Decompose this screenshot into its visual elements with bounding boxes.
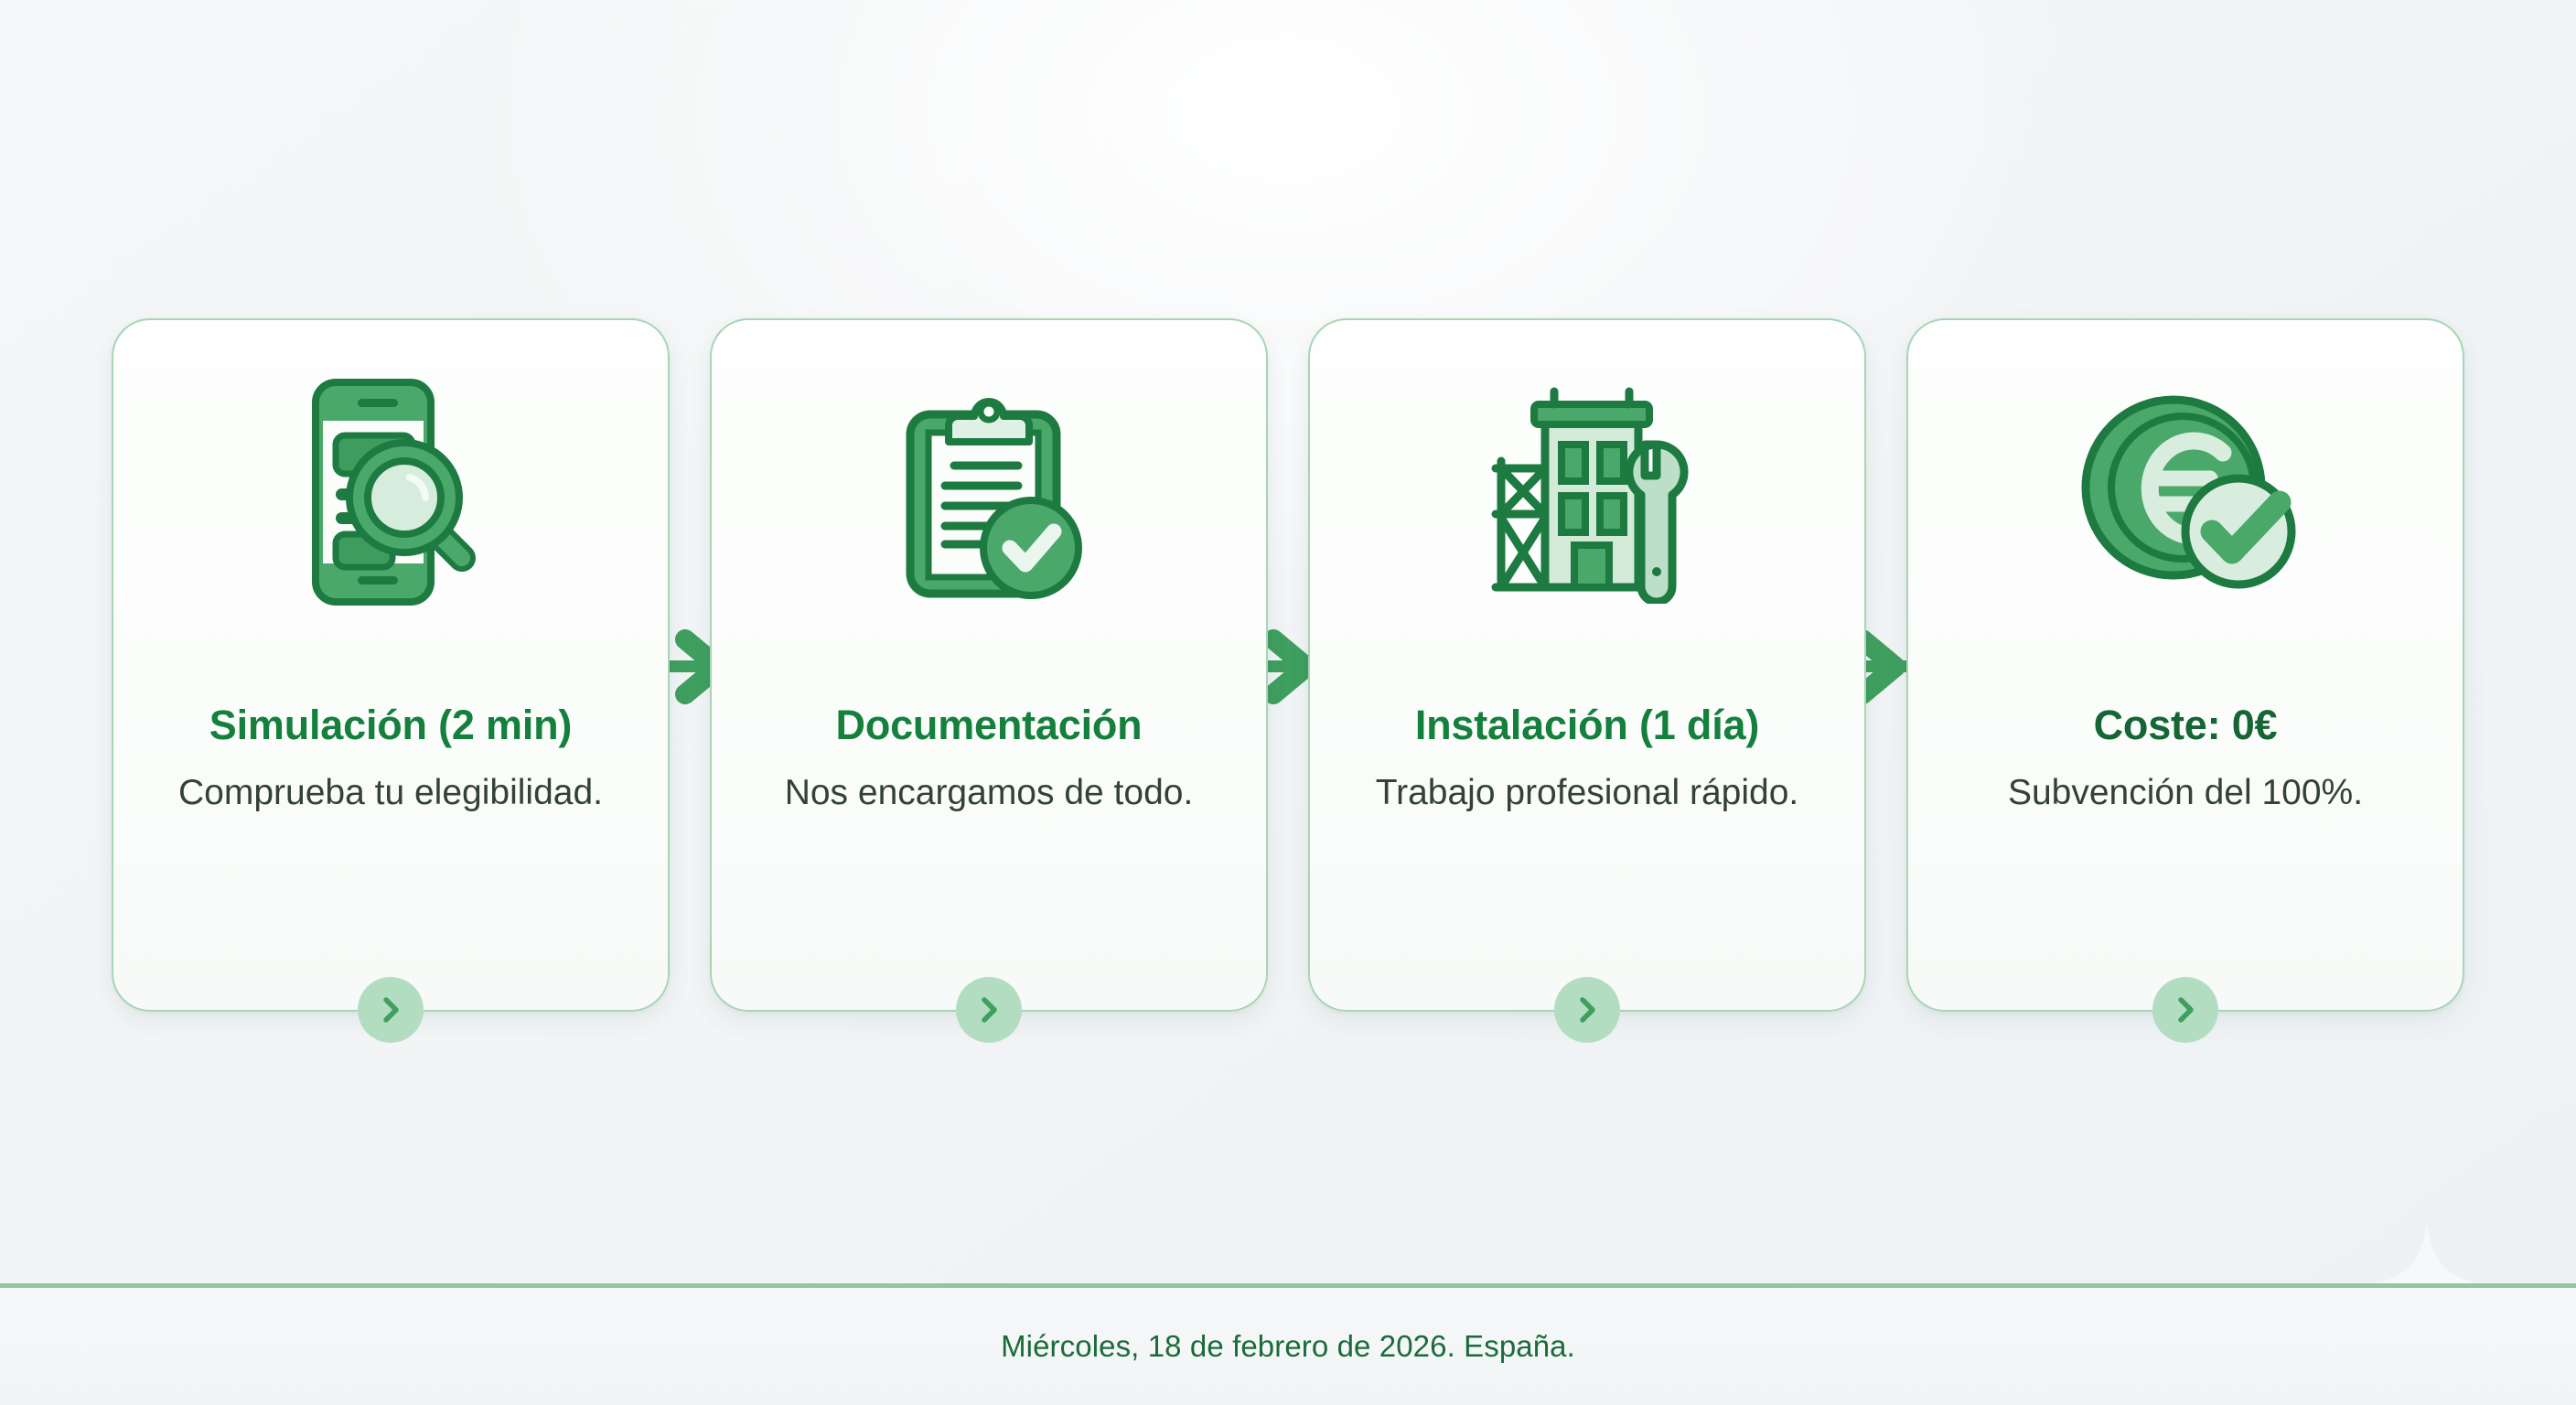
step-description: Comprueba tu elegibilidad. — [178, 773, 603, 813]
timeline-arrowhead-3 — [1850, 628, 1914, 705]
building-wrench-icon — [1477, 373, 1697, 611]
step-next-button-1[interactable] — [358, 977, 424, 1043]
step-card-text: Instalación (1 día) Trabajo profesional … — [1310, 702, 1864, 816]
step-next-button-3[interactable] — [1554, 977, 1620, 1043]
step-title: Documentación — [835, 702, 1143, 748]
step-card-text: Documentación Nos encargamos de todo. — [712, 702, 1266, 816]
chevron-right-icon — [375, 994, 406, 1025]
step-card-text: Coste: 0€ Subvención del 100%. — [1908, 702, 2463, 816]
step-title: Instalación (1 día) — [1414, 702, 1760, 748]
process-timeline: Simulación (2 min) Comprueba tu elegibil… — [112, 318, 2464, 1043]
euro-coin-check-icon — [2071, 373, 2300, 611]
smartphone-search-icon — [290, 373, 491, 611]
footer: Miércoles, 18 de febrero de 2026. España… — [0, 1288, 2576, 1405]
footer-date-location: Miércoles, 18 de febrero de 2026. España… — [1001, 1329, 1575, 1363]
chevron-right-icon — [2170, 994, 2201, 1025]
step-card-documentacion[interactable]: Documentación Nos encargamos de todo. — [710, 318, 1268, 1043]
timeline-arrowhead-2 — [1261, 628, 1325, 705]
step-description: Trabajo profesional rápido. — [1375, 773, 1799, 813]
step-title: Coste: 0€ — [2093, 702, 2278, 748]
step-card-coste[interactable]: Coste: 0€ Subvención del 100%. — [1906, 318, 2464, 1043]
step-description: Nos encargamos de todo. — [784, 773, 1194, 813]
step-next-button-2[interactable] — [956, 977, 1022, 1043]
step-card-instalacion[interactable]: Instalación (1 día) Trabajo profesional … — [1308, 318, 1866, 1043]
clipboard-check-icon — [888, 373, 1089, 611]
step-title: Simulación (2 min) — [209, 702, 573, 748]
chevron-right-icon — [973, 994, 1004, 1025]
footer-divider — [0, 1283, 2576, 1288]
step-description: Subvención del 100%. — [2007, 773, 2364, 813]
step-next-button-4[interactable] — [2152, 977, 2218, 1043]
step-card-list: Simulación (2 min) Comprueba tu elegibil… — [112, 318, 2464, 1043]
step-card-simulacion[interactable]: Simulación (2 min) Comprueba tu elegibil… — [112, 318, 670, 1043]
chevron-right-icon — [1572, 994, 1603, 1025]
step-card-text: Simulación (2 min) Comprueba tu elegibil… — [113, 702, 668, 816]
